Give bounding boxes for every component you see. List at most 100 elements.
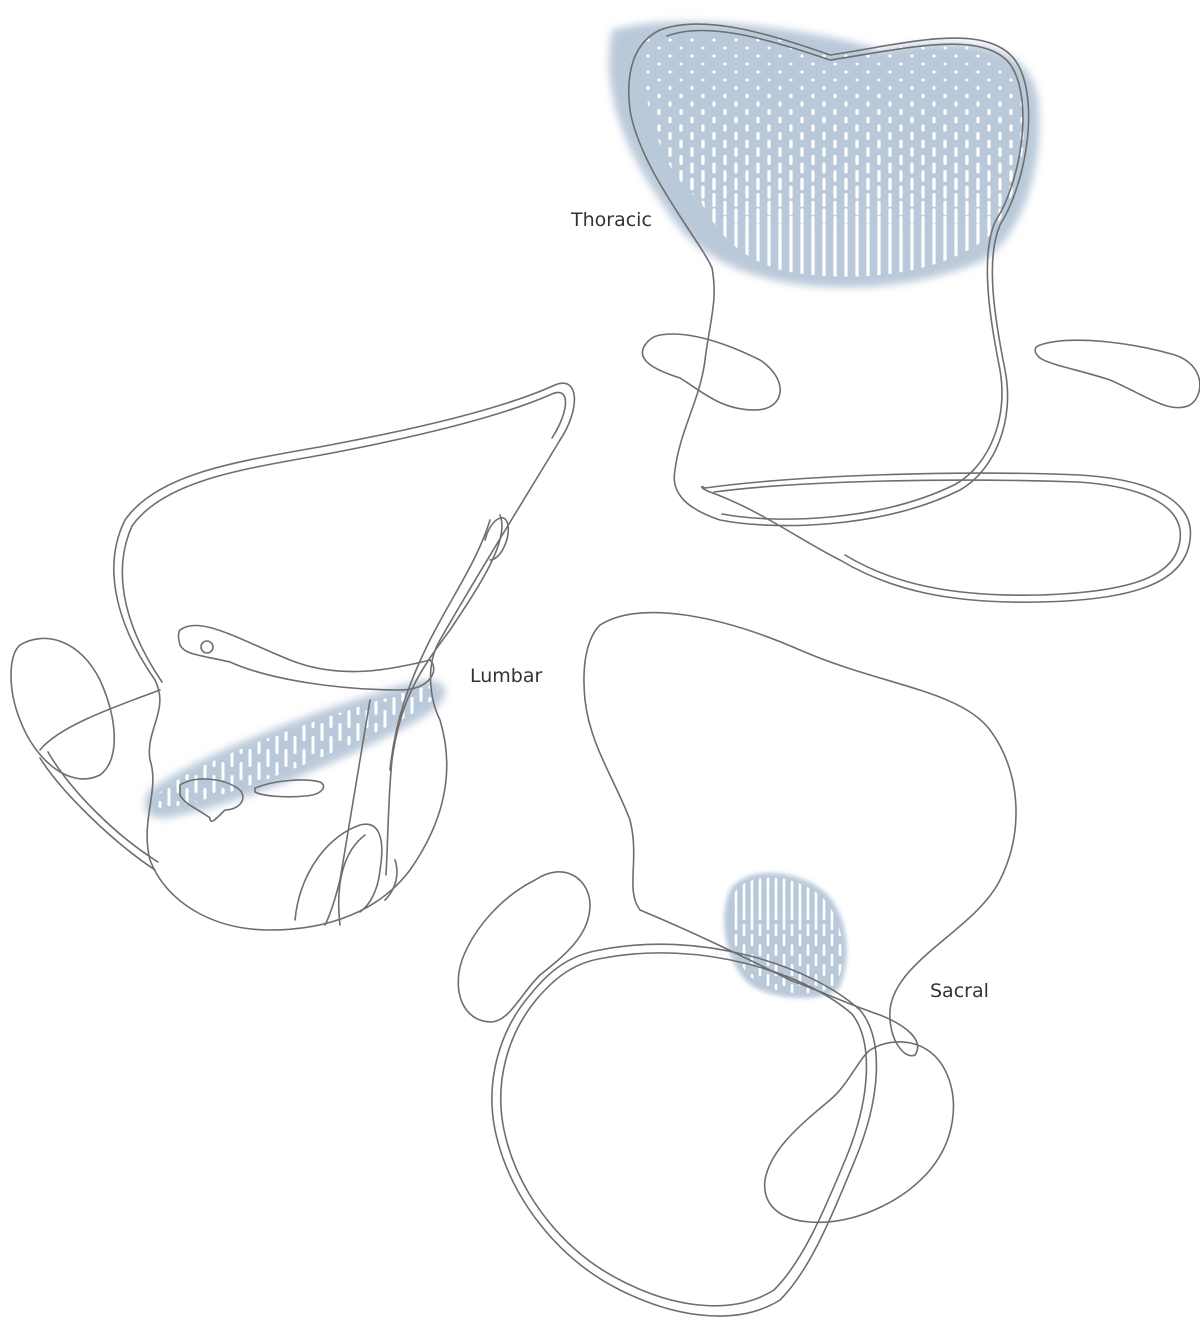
perforation-slot <box>943 124 946 131</box>
perforation-slot <box>168 788 171 806</box>
perforation-slot <box>921 94 924 98</box>
back-chair-base-loop-inner <box>714 480 1180 595</box>
perforation-slot <box>734 39 737 42</box>
perforation-slot <box>393 801 396 819</box>
perforation-slot <box>767 94 770 98</box>
perforation-slot <box>789 231 792 248</box>
perforation-slot <box>899 94 902 98</box>
perforation-slot <box>701 262 704 282</box>
perforation-slot <box>833 94 836 98</box>
perforation-slot <box>727 860 730 880</box>
perforation-slot <box>267 697 270 715</box>
perforation-slot <box>800 147 803 156</box>
perforation-slot <box>679 47 682 50</box>
perforation-slot <box>839 880 842 900</box>
perforation-slot <box>679 247 682 266</box>
perforation-slot <box>657 124 660 131</box>
perforation-slot <box>866 208 869 223</box>
perforation-slot <box>330 762 333 780</box>
perforation-slot <box>921 79 924 82</box>
perforation-slot <box>657 94 660 98</box>
perforation-slot <box>899 170 902 182</box>
perforation-slot <box>679 109 682 115</box>
perforation-slot <box>727 964 730 976</box>
perforation-slot <box>877 94 880 98</box>
perforation-slot <box>943 185 946 198</box>
perforation-slot <box>668 117 671 124</box>
perforation-slot <box>831 934 834 946</box>
perforation-slot <box>800 163 803 174</box>
perforation-slot <box>1009 262 1012 282</box>
perforation-slot <box>402 788 405 806</box>
perforation-slot <box>168 684 171 702</box>
perforation-slot <box>393 671 396 689</box>
perforation-slot <box>701 124 704 131</box>
perforation-slot <box>791 900 794 920</box>
perforation-slot <box>357 671 360 689</box>
perforation-slot <box>866 117 869 124</box>
perforation-slot <box>823 860 826 880</box>
perforation-slot <box>807 944 810 956</box>
perforation-slot <box>357 801 360 819</box>
perforation-slot <box>657 231 660 248</box>
perforation-slot <box>932 178 935 190</box>
perforation-slot <box>899 140 902 149</box>
perforation-slot <box>855 63 858 66</box>
perforation-slot <box>998 39 1001 42</box>
perforation-slot <box>899 185 902 198</box>
perforation-slot <box>375 775 378 793</box>
perforation-slot <box>847 974 850 986</box>
perforation-slot <box>844 86 847 90</box>
perforation-slot <box>932 208 935 223</box>
perforation-slot <box>844 117 847 124</box>
perforation-slot <box>668 101 671 106</box>
perforation-slot <box>159 723 162 741</box>
perforation-slot <box>168 736 171 754</box>
perforation-slot <box>321 671 324 689</box>
perforation-slot <box>438 762 441 780</box>
perforation-slot <box>767 47 770 50</box>
perforation-slot <box>294 684 297 702</box>
perforation-slot <box>943 47 946 50</box>
perforation-slot <box>954 117 957 124</box>
perforation-slot <box>965 63 968 66</box>
thoracic-label: Thoracic <box>571 211 652 230</box>
perforation-slot <box>429 723 432 741</box>
perforation-slot <box>312 788 315 806</box>
perforation-slot <box>285 749 288 767</box>
perforation-slot <box>285 801 288 819</box>
perforation-slot <box>791 944 794 956</box>
perforation-slot <box>756 208 759 223</box>
perforation-slot <box>438 788 441 806</box>
perforation-slot <box>965 216 968 232</box>
perforation-slot <box>910 147 913 156</box>
perforation-slot <box>303 723 306 741</box>
perforation-slot <box>249 801 252 819</box>
perforation-slot <box>888 71 891 74</box>
perforation-slot <box>420 788 423 806</box>
perforation-slot <box>866 101 869 106</box>
perforation-slot <box>321 723 324 741</box>
perforation-slot <box>899 201 902 216</box>
perforation-slot <box>429 749 432 767</box>
perforation-slot <box>791 880 794 900</box>
perforation-slot <box>384 788 387 806</box>
perforation-slot <box>855 170 858 182</box>
perforation-slot <box>1020 239 1023 257</box>
perforation-slot <box>910 117 913 124</box>
perforation-slot <box>811 155 814 165</box>
perforation-slot <box>745 231 748 248</box>
perforation-slot <box>159 749 162 767</box>
perforation-slot <box>987 216 990 232</box>
perforation-slot <box>866 86 869 90</box>
perforation-slot <box>712 117 715 124</box>
perforation-slot <box>987 79 990 82</box>
perforation-slot <box>811 140 814 149</box>
chair-front-view <box>458 613 1016 1316</box>
perforation-slot <box>866 55 869 58</box>
perforation-slot <box>231 723 234 741</box>
perforation-slot <box>701 63 704 66</box>
perforation-slot <box>756 147 759 156</box>
perforation-slot <box>701 140 704 149</box>
perforation-slot <box>789 201 792 216</box>
